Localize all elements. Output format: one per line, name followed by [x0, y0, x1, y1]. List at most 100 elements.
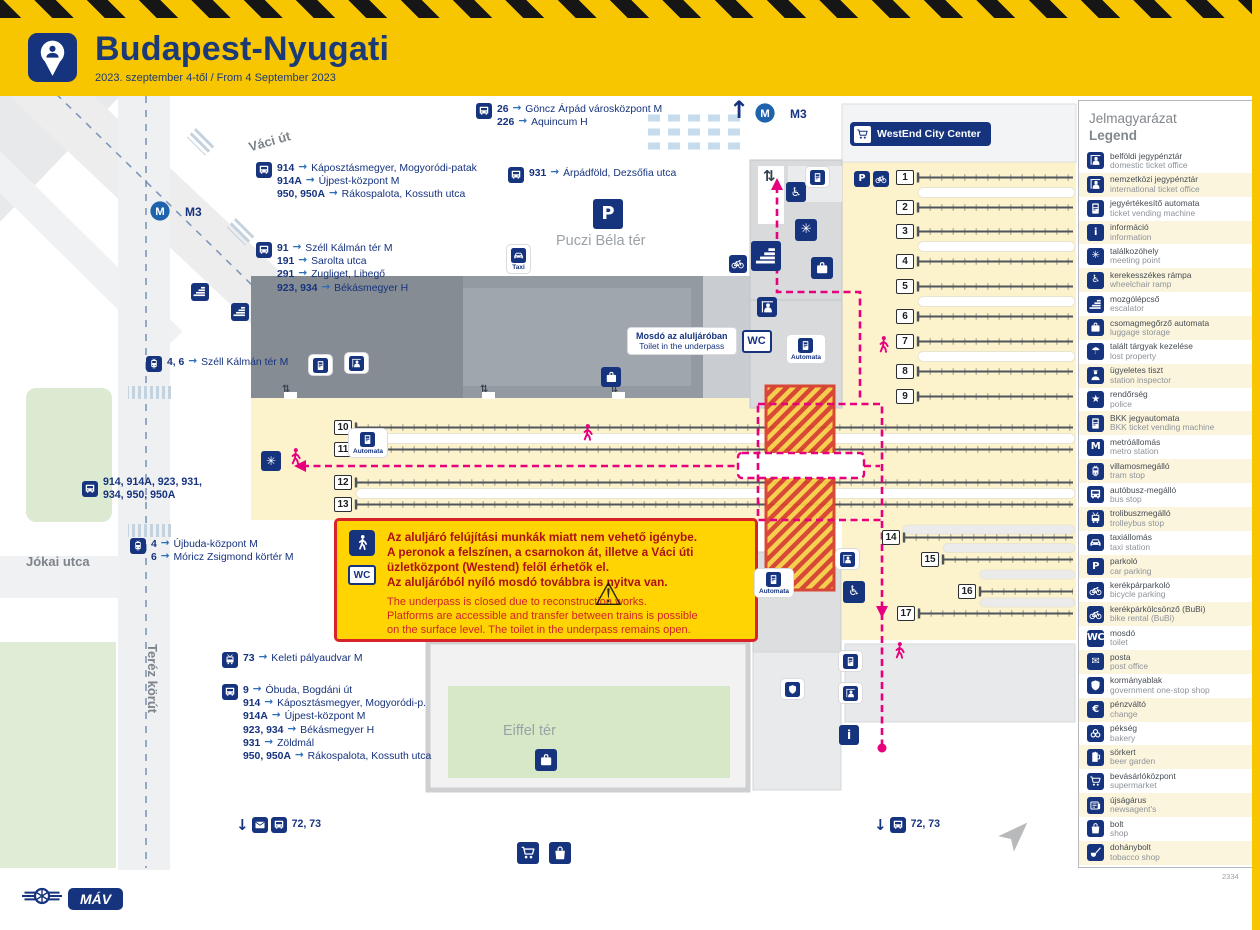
map-icon-caption: Automata — [353, 448, 383, 455]
platform-number-badge: 16 — [958, 584, 976, 599]
parking-icon: P — [593, 199, 623, 229]
legend-label-hu: bolt — [1110, 818, 1124, 829]
route-row: 9→Óbuda, Bogdáni út — [243, 684, 431, 697]
legend-label-hu: találkozóhely — [1110, 245, 1159, 256]
bicycle-icon — [873, 171, 889, 187]
legend-item-labels: villamosmegálló tram stop — [1110, 460, 1170, 481]
legend-item: sörkert beer garden — [1079, 745, 1254, 770]
warning-sign: ⚠ — [594, 578, 623, 610]
supermarket-icon — [517, 842, 539, 864]
meeting-point-icon: ✳ — [1087, 247, 1104, 265]
legend-item-labels: mozgólépcső escalator — [1110, 294, 1159, 314]
walker-1 — [285, 447, 305, 467]
platform-number-badge: 8 — [896, 364, 914, 379]
route-arrow-icon: → — [292, 241, 302, 253]
up-down-arrow-icon: ⇅ — [282, 384, 291, 395]
legend-item: ✳ találkozóhely meeting point — [1079, 244, 1254, 268]
stop-icons — [222, 684, 238, 700]
legend-item-labels: autóbusz-megálló bus stop — [1110, 485, 1176, 505]
route-destination: Széll Kálmán tér M — [305, 243, 393, 254]
legend-panel: Jelmagyarázat Legend belföldi jegypénztá… — [1078, 100, 1255, 868]
legend-item: kerékpárparkoló bicycle parking — [1079, 578, 1254, 602]
route-arrow-icon: → — [298, 254, 308, 267]
police-icon: ★ — [1087, 391, 1104, 409]
legend-item: mozgólépcső escalator — [1079, 292, 1254, 316]
shop-bag-south — [549, 842, 571, 864]
route-number: 226 — [497, 117, 515, 129]
platform-number-badge: 9 — [896, 389, 914, 404]
meeting-point-upper: ✳ — [795, 219, 817, 241]
stop-icons — [130, 538, 146, 554]
legend-item: € pénzváltó change — [1079, 697, 1254, 722]
legend-item: P parkoló car parking — [1079, 554, 1254, 579]
ticket-office-icon — [843, 686, 858, 701]
mav-winged-wheel-icon — [22, 884, 62, 913]
legend-title-en: Legend — [1089, 128, 1138, 143]
route-arrow-icon: → — [271, 709, 281, 722]
route-number: 4, 6 — [167, 357, 185, 368]
legend-label-en: tram stop — [1110, 470, 1145, 481]
ticket-card-south-2 — [839, 683, 862, 703]
route-number: 91 — [277, 243, 289, 254]
legend-label-en: metro station — [1110, 446, 1159, 457]
route-arrow-icon: → — [550, 166, 560, 178]
legend-item: nemzetközi jegypénztár international tic… — [1079, 172, 1254, 197]
toilet-note-card: Mosdó az aluljáróban Toilet in the under… — [628, 328, 736, 354]
m3-label-west: M3 — [185, 205, 202, 219]
bicycle-icon — [729, 255, 747, 273]
legend-item-labels: mosdó toilet — [1110, 628, 1135, 648]
mav-logo: MÁV — [22, 884, 124, 913]
ticket-machine-underpass: Automata — [787, 335, 825, 363]
legend-label-hu: pénzváltó — [1110, 699, 1146, 710]
route-row: 950, 950A→Rákospalota, Kossuth utca — [243, 750, 431, 763]
platform-number-badge: 7 — [896, 334, 914, 349]
wc-sign: WC — [741, 329, 772, 353]
route-destination: Zugliget, Libegő — [311, 269, 386, 281]
gov-office — [781, 679, 804, 699]
shop-icon — [1087, 820, 1104, 838]
route-destination: Békásmegyer H — [300, 724, 375, 736]
platform-number-badge: 6 — [896, 309, 914, 324]
legend-item-labels: pékség bakery — [1110, 723, 1137, 743]
street-label-terez-korut: Teréz körút — [145, 644, 160, 714]
route-numbers-text: 914, 914A, 923, 931, 934, 950, 950A — [103, 476, 202, 502]
notice-text-en: The underpass is closed due to reconstru… — [387, 596, 698, 637]
stop-routes: 4, 6→Széll Kálmán tér M — [167, 356, 288, 369]
hall-door-2: ⇅ — [480, 385, 488, 395]
platform-number-badge: 5 — [896, 279, 914, 294]
legend-label-hu: villamosmegálló — [1110, 460, 1170, 471]
map-icon-caption: Automata — [759, 588, 789, 595]
walker-3 — [873, 335, 893, 355]
legend-label-en: bicycle parking — [1110, 589, 1166, 600]
ticket-machine-icon — [843, 654, 858, 669]
wc-sign-notice: WC — [348, 565, 376, 585]
legend-item-labels: metróállomás metro station — [1110, 437, 1160, 457]
route-numbers-text: 72, 73 — [910, 818, 941, 831]
taxi-icon — [511, 248, 526, 263]
tobacco-shop-icon — [1087, 844, 1104, 862]
legend-label-hu: kerékpárkölcsönző (BuBi) — [1110, 603, 1206, 614]
legend-item-labels: BKK jegyautomata BKK ticket vending mach… — [1110, 413, 1214, 433]
toilet-note-en: Toilet in the underpass — [639, 341, 725, 351]
legend-label-en: international ticket office — [1110, 183, 1200, 194]
legend-label-en: meeting point — [1110, 255, 1161, 266]
route-destination: Móricz Zsigmond körtér M — [173, 552, 294, 564]
route-numbers-text: 72, 73 — [291, 818, 322, 831]
hazard-stripe — [0, 0, 1260, 18]
meeting-point-hall: ✳ — [261, 451, 281, 471]
service-hall-2 — [345, 353, 368, 373]
stop-icons — [256, 162, 272, 178]
platform-number-badge: 3 — [896, 224, 914, 239]
route-number: 191 — [277, 256, 295, 268]
pedestrian-route-layer — [294, 178, 888, 753]
legend-label-hu: kerékpárparkoló — [1110, 579, 1171, 590]
legend-title-hu: Jelmagyarázat — [1089, 111, 1177, 126]
platform-number-badge: 14 — [882, 530, 900, 545]
legend-item-labels: pénzváltó change — [1110, 699, 1146, 719]
service-hall-1 — [309, 355, 332, 375]
legend-item: taxiállomás taxi station — [1079, 531, 1254, 555]
route-arrow-icon: → — [188, 355, 198, 367]
legend-item-labels: kormányablak government one-stop shop — [1110, 676, 1210, 695]
ticket-vending-machine-icon — [1087, 200, 1104, 218]
